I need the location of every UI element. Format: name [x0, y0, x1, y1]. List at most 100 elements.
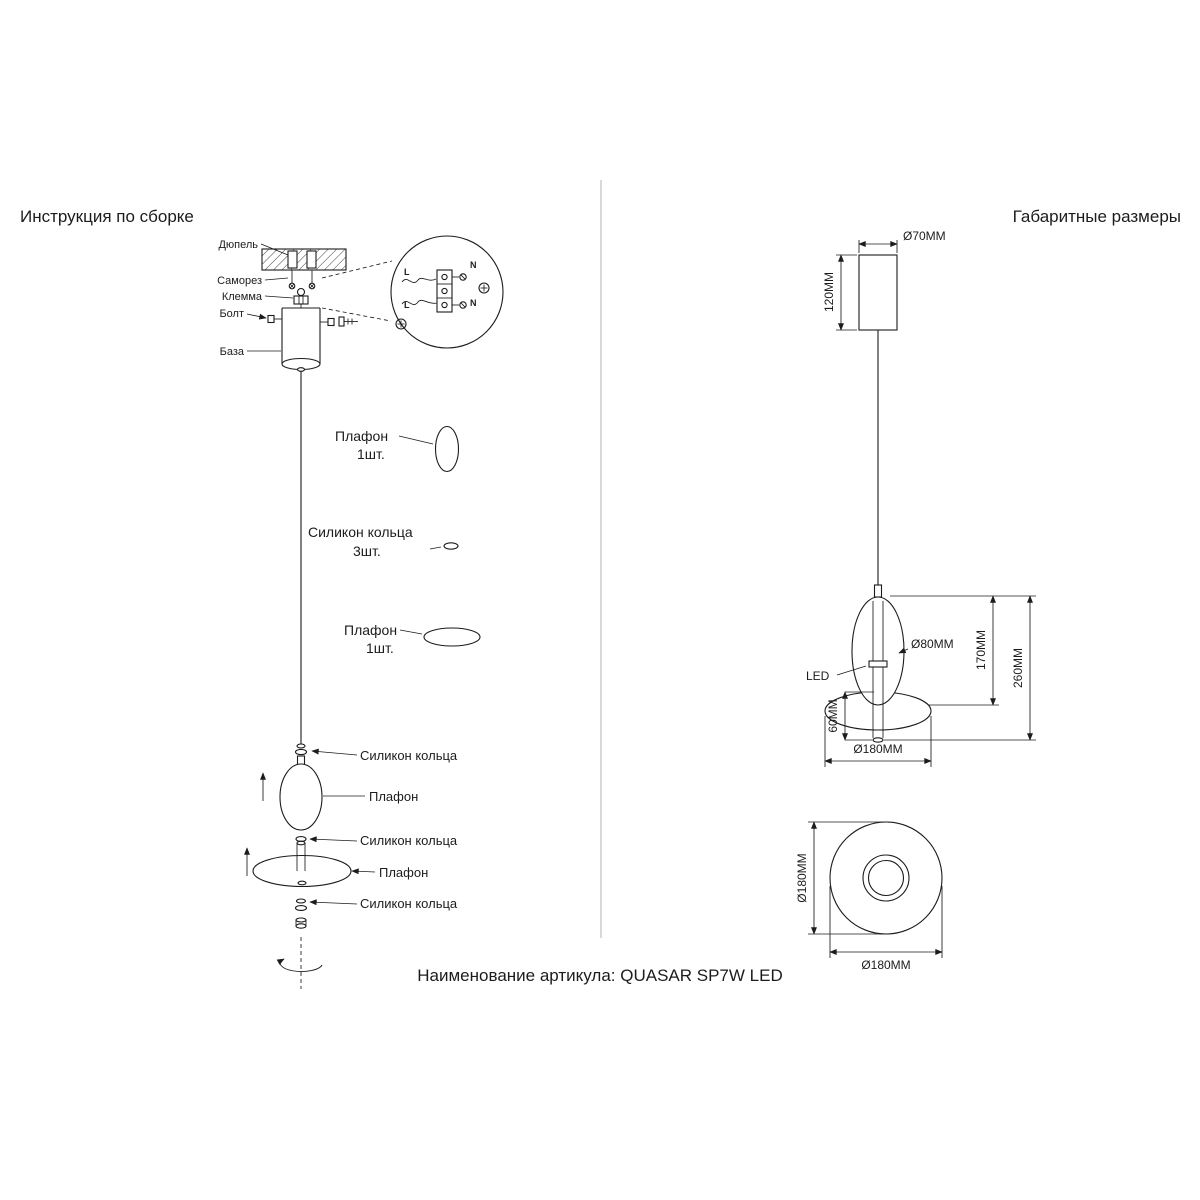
dim-bottom-view-horizontal: Ø180MM: [829, 886, 943, 972]
led-label: LED: [806, 669, 830, 683]
shade-disc: [252, 854, 352, 888]
stack-label-text: Силикон кольца: [360, 896, 458, 911]
bottom-view-outer-circle: [829, 821, 943, 935]
stack-label-text: Плафон: [369, 789, 418, 804]
shade-stack-drawing: [244, 743, 352, 989]
callout-clamp-label: Клемма: [222, 291, 263, 303]
tube-top: [296, 840, 306, 846]
dim-diffuser-height-label: 60MM: [826, 699, 840, 732]
rotation-indicator: [276, 937, 323, 989]
bottom-view-drawing: [829, 821, 943, 935]
dim-body-height: 170MM: [890, 595, 1036, 706]
led-module: [868, 660, 888, 668]
wire-bottom: [401, 299, 438, 305]
wire-top: [401, 277, 437, 283]
part-item-shade-vertical: Плафон 1шт.: [335, 425, 460, 473]
part-qty: 3шт.: [353, 543, 381, 559]
dim-body-diameter-label: Ø80MM: [911, 637, 954, 651]
callout-bolt: Болт: [219, 308, 267, 320]
ring-small-1: [296, 743, 306, 749]
ceiling-mount-drawing: [261, 248, 358, 372]
stack-label-shade-bottom: Плафон: [351, 865, 428, 880]
dim-fixture-height-label: 260MM: [1011, 648, 1025, 688]
stack-label-rings-bottom: Силикон кольца: [309, 896, 458, 911]
bottom-view-ring-outer: [862, 854, 910, 902]
dim-fixture-height: 260MM: [884, 595, 1036, 741]
ceiling-bar: [261, 248, 347, 271]
bolt-left: [267, 314, 282, 324]
dim-canopy-diameter: Ø70MM: [858, 229, 946, 253]
part-name: Плафон: [344, 622, 397, 638]
callout-base: База: [220, 346, 281, 358]
callout-base-label: База: [220, 346, 245, 358]
article-name-footer: Наименование артикула: QUASAR SP7W LED: [417, 966, 782, 985]
stack-label-text: Плафон: [379, 865, 428, 880]
screw-right: [308, 270, 316, 290]
dim-canopy-height: 120MM: [822, 254, 857, 331]
wire-label-l-bottom: L: [404, 300, 410, 310]
bolt-right: [320, 317, 335, 327]
led-callout: LED: [806, 665, 867, 683]
part-ring-shape: [443, 542, 459, 550]
tube-tip: [872, 737, 884, 743]
part-item-shade-flat: Плафон 1шт.: [344, 622, 481, 656]
dim-body-diameter: Ø80MM: [898, 637, 954, 654]
part-qty: 1шт.: [366, 640, 394, 656]
callout-screw-label: Саморез: [217, 275, 262, 287]
terminal-screws: [452, 273, 467, 309]
ring-small-2: [294, 748, 308, 756]
bottom-view-ring-inner: [867, 859, 905, 897]
dim-bottom-view-vertical-label: Ø180MM: [795, 853, 809, 902]
end-cap: [295, 917, 307, 929]
stack-label-text: Силикон кольца: [360, 833, 458, 848]
wiring-detail: L N L N: [321, 235, 504, 349]
part-qty: 1шт.: [357, 446, 385, 462]
dim-diffuser-diameter: Ø180MM: [824, 716, 932, 767]
dim-diffuser-diameter-label: Ø180MM: [853, 742, 902, 756]
side-view-drawing: [824, 254, 932, 743]
screw-left: [288, 270, 296, 290]
part-shade-vertical-shape: [434, 425, 460, 473]
wire-label-n-bottom: N: [470, 298, 477, 308]
part-name: Силикон кольца: [308, 524, 413, 540]
ring-bottom-2: [294, 905, 308, 911]
ground-symbol-right: [478, 282, 490, 294]
part-shade-flat-shape: [423, 627, 481, 647]
callout-dowel: Дюпель: [218, 239, 289, 256]
canopy-outline: [858, 254, 898, 331]
callout-screw: Саморез: [217, 275, 289, 287]
dimensions-section: Габаритные размеры Ø70MM 120MM: [795, 207, 1181, 972]
cable-connector: [873, 584, 883, 598]
loose-screw: [338, 316, 358, 327]
dowel-right: [306, 250, 317, 269]
dim-bottom-view-vertical: Ø180MM: [795, 821, 884, 935]
dimensions-title: Габаритные размеры: [1013, 207, 1181, 226]
terminal-block: [436, 269, 453, 313]
ground-symbol-left: [395, 318, 407, 330]
dim-diffuser-height: 60MM: [826, 691, 874, 741]
dim-canopy-height-label: 120MM: [822, 272, 836, 312]
wire-label-n-top: N: [470, 260, 477, 270]
stack-label-rings-mid: Силикон кольца: [309, 833, 458, 848]
canopy-base: [281, 307, 321, 372]
dim-bottom-view-horizontal-label: Ø180MM: [861, 958, 910, 972]
callout-bolt-label: Болт: [219, 308, 244, 320]
part-item-silicone-rings: Силикон кольца 3шт.: [308, 524, 459, 559]
callout-clamp: Клемма: [222, 291, 294, 303]
dim-body-height-label: 170MM: [974, 630, 988, 670]
dim-canopy-diameter-label: Ø70MM: [903, 229, 946, 243]
clamp-cluster: [293, 287, 309, 308]
stack-label-text: Силикон кольца: [360, 748, 458, 763]
assembly-title: Инструкция по сборке: [20, 207, 194, 226]
shade-oval: [279, 763, 323, 831]
callout-dowel-label: Дюпель: [218, 239, 258, 251]
part-name: Плафон: [335, 428, 388, 444]
disc-hole: [297, 880, 307, 886]
wire-label-l-top: L: [404, 267, 410, 277]
dowel-left: [287, 250, 298, 269]
stack-label-rings-top: Силикон кольца: [311, 748, 458, 763]
assembly-section: Инструкция по сборке: [20, 207, 504, 989]
glass-body: [851, 596, 905, 706]
